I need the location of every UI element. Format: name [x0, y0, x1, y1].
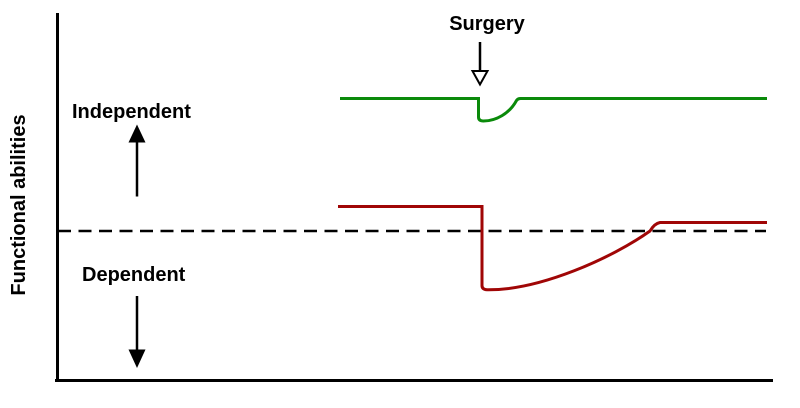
- surgery-down-arrow-icon: [470, 42, 490, 87]
- dependent-label: Dependent: [82, 264, 186, 286]
- green-series-line: [340, 97, 767, 123]
- red-series-line: [338, 205, 767, 292]
- independent-label: Independent: [72, 101, 191, 123]
- y-axis-title: Functional abilities: [8, 114, 30, 296]
- dependent-down-arrow-icon: [128, 296, 146, 368]
- independent-up-arrow-icon: [128, 124, 146, 197]
- surgery-label: Surgery: [449, 13, 525, 35]
